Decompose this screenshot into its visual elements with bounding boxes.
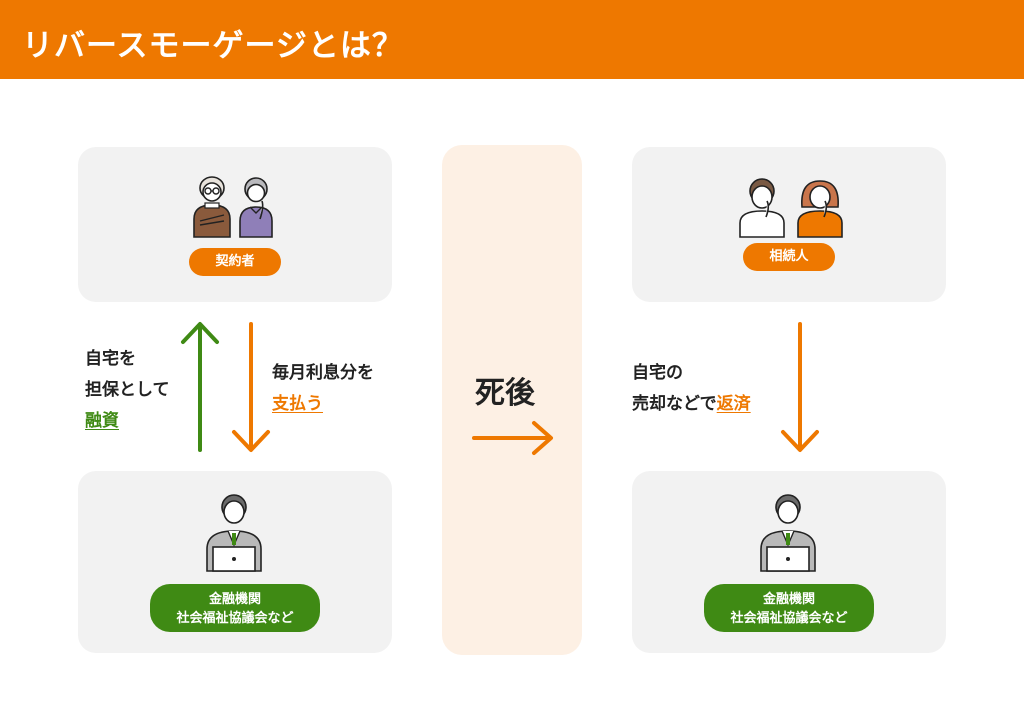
lender-line1: 金融機関 <box>762 592 815 607</box>
lender-card-left: 金融機関 社会福祉協議会など <box>78 471 392 653</box>
collateral-text: 自宅を 担保として 融資 <box>85 346 170 434</box>
repayment-line2-text: 売却などで <box>632 394 717 414</box>
page-title: リバースモーゲージとは？ <box>22 28 404 64</box>
repayment-line2: 売却などで返済 <box>632 391 751 417</box>
banker-laptop-icon <box>760 494 816 572</box>
collateral-line1: 自宅を <box>85 349 136 369</box>
contractor-card: 契約者 <box>78 147 392 302</box>
arrow-down-icon <box>232 322 270 452</box>
lender-badge-left: 金融機関 社会福祉協議会など <box>150 584 320 632</box>
lender-line2: 社会福祉協議会など <box>176 611 294 626</box>
lender-line2: 社会福祉協議会など <box>730 611 848 626</box>
arrow-down-icon <box>781 322 819 452</box>
after-death-band <box>442 145 582 655</box>
repayment-text: 自宅の 売却などで返済 <box>632 360 751 417</box>
arrow-right-icon <box>472 421 553 455</box>
elderly-couple-icon <box>193 176 273 238</box>
lender-badge-right: 金融機関 社会福祉協議会など <box>704 584 874 632</box>
lender-line1: 金融機関 <box>208 592 261 607</box>
header-bar: リバースモーゲージとは？ <box>0 0 1024 79</box>
heir-badge: 相続人 <box>743 243 835 271</box>
payment-text: 毎月利息分を 支払う <box>272 360 374 417</box>
lender-card-right: 金融機関 社会福祉協議会など <box>632 471 946 653</box>
collateral-line2: 担保として <box>85 380 170 400</box>
payment-line1: 毎月利息分を <box>272 363 374 383</box>
after-death-label: 死後 <box>475 376 535 411</box>
banker-laptop-icon <box>206 494 262 572</box>
heir-card: 相続人 <box>632 147 946 302</box>
loan-highlight: 融資 <box>85 411 119 431</box>
arrow-up-icon <box>181 322 219 452</box>
contractor-badge: 契約者 <box>189 248 281 276</box>
repayment-highlight: 返済 <box>716 394 751 414</box>
repayment-line1: 自宅の <box>632 363 683 383</box>
young-couple-icon <box>739 178 843 238</box>
payment-highlight: 支払う <box>272 394 323 414</box>
